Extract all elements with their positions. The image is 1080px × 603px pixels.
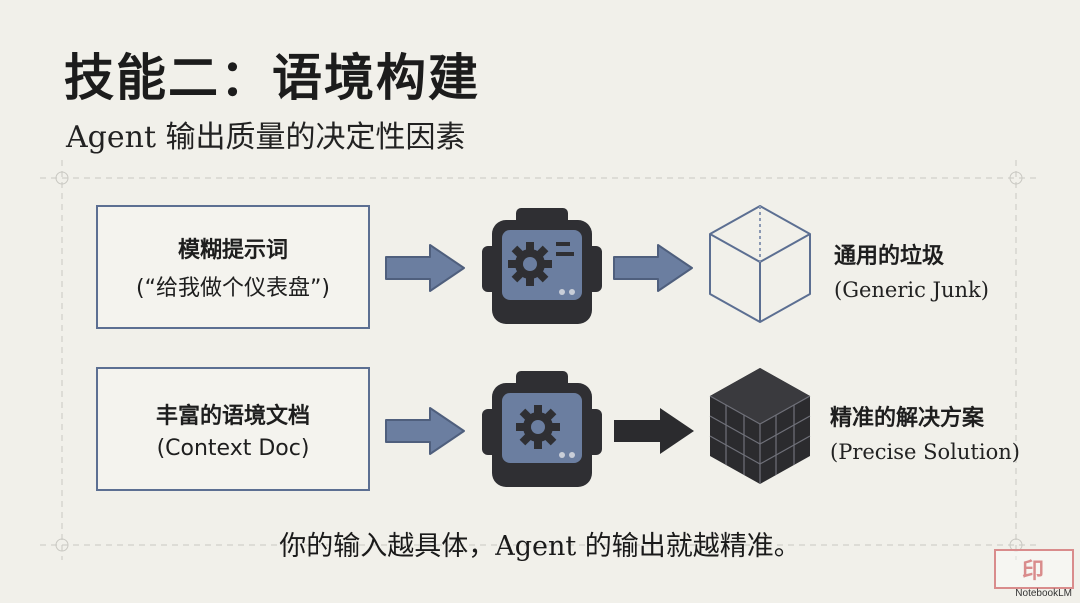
solid-cube-icon <box>709 368 811 484</box>
seal-stamp: 印 <box>994 549 1074 589</box>
context-doc-box: 丰富的语境文档 (Context Doc) <box>96 367 370 491</box>
page-title: 技能二：语境构建 <box>64 49 480 107</box>
agent-gear-icon <box>482 208 602 324</box>
vague-prompt-label: 模糊提示词 <box>177 238 288 263</box>
arrow-right-icon <box>385 244 465 292</box>
precise-solution-english: (Precise Solution) <box>830 440 1020 464</box>
precise-solution-label: 精准的解决方案 <box>830 406 985 431</box>
arrow-right-icon <box>613 244 693 292</box>
summary-caption: 你的输入越具体，Agent 的输出就越精准。 <box>279 531 801 562</box>
precise-solution-output: 精准的解决方案 (Precise Solution) <box>830 400 1020 464</box>
generic-junk-output: 通用的垃圾 (Generic Junk) <box>834 238 989 302</box>
page-subtitle: Agent 输出质量的决定性因素 <box>66 120 466 155</box>
vague-prompt-example: (“给我做个仪表盘”) <box>136 276 330 301</box>
context-doc-label: 丰富的语境文档 <box>155 403 310 429</box>
context-doc-english: (Context Doc) <box>156 435 310 461</box>
notebooklm-watermark: NotebookLM <box>1015 588 1072 599</box>
generic-junk-english: (Generic Junk) <box>834 278 989 302</box>
generic-junk-label: 通用的垃圾 <box>834 244 945 269</box>
arrow-right-icon <box>385 407 465 455</box>
agent-gear-icon <box>482 371 602 487</box>
arrow-right-dark-icon <box>614 408 694 454</box>
wireframe-cube-icon <box>709 205 811 323</box>
vague-prompt-box: 模糊提示词 (“给我做个仪表盘”) <box>96 205 370 329</box>
